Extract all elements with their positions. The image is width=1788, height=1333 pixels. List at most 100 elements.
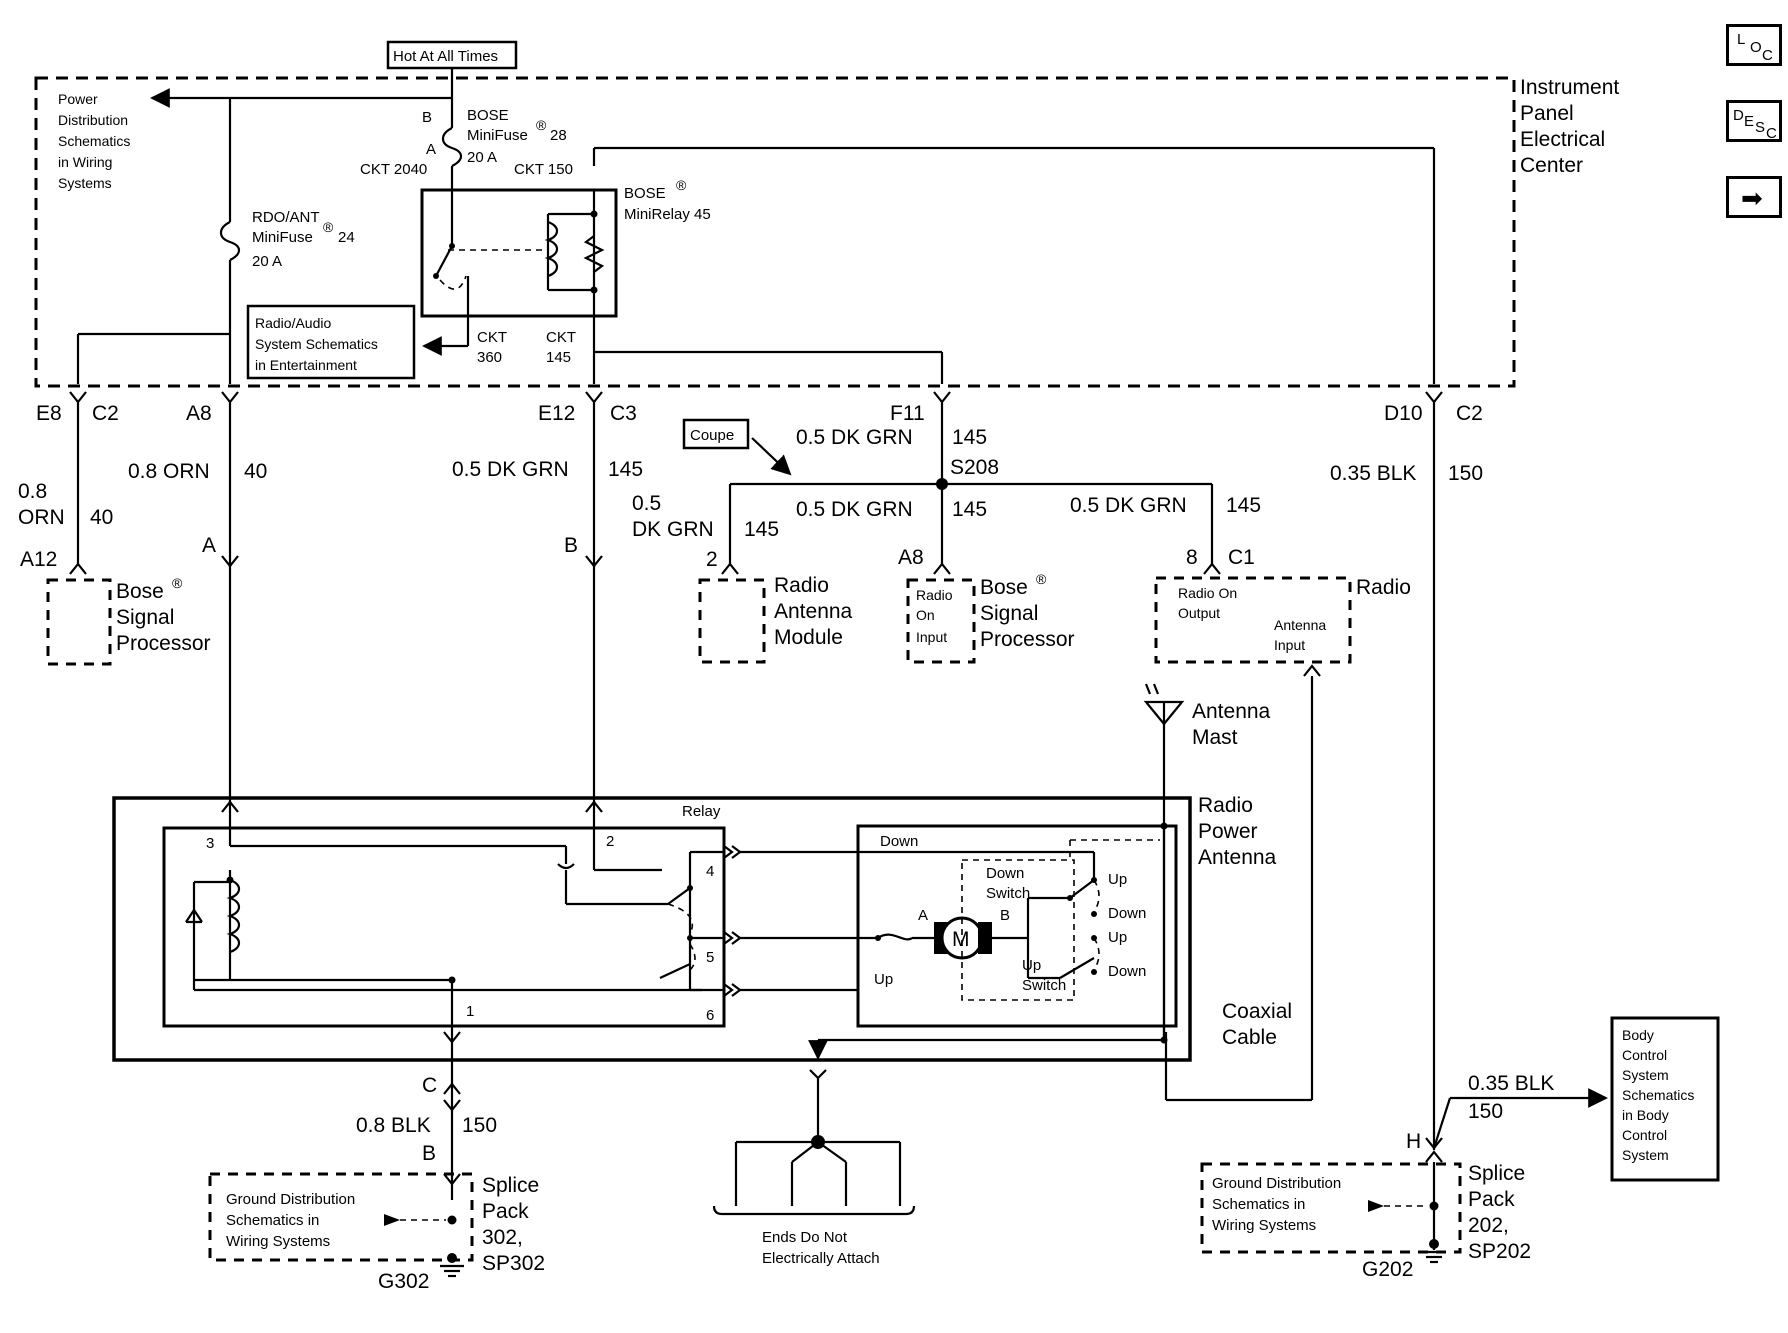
svg-text:SP202: SP202 [1468, 1240, 1531, 1263]
radio-antenna-module [698, 578, 766, 664]
svg-text:Coupe: Coupe [690, 427, 734, 444]
svg-text:Ground Distribution: Ground Distribution [226, 1191, 355, 1208]
svg-text:Relay: Relay [682, 803, 721, 820]
svg-text:0.5 DK GRN: 0.5 DK GRN [796, 498, 913, 521]
svg-text:System Schematics: System Schematics [255, 336, 378, 352]
loc-button[interactable]: L O C [1726, 24, 1782, 66]
svg-text:F11: F11 [890, 402, 925, 425]
svg-text:0.5 DK GRN: 0.5 DK GRN [796, 426, 913, 449]
svg-text:Ends Do Not: Ends Do Not [762, 1229, 848, 1246]
svg-text:20 A: 20 A [467, 149, 497, 166]
svg-text:Panel: Panel [1520, 102, 1574, 125]
bose-minifuse-28-label: BOSE MiniFuse ® 28 20 A [467, 107, 567, 166]
svg-text:CKT: CKT [477, 329, 507, 346]
svg-text:Mast: Mast [1192, 726, 1238, 749]
svg-text:A8: A8 [898, 546, 924, 569]
svg-text:Processor: Processor [980, 628, 1075, 651]
switch-dashed-box [961, 859, 1075, 1001]
svg-text:G302: G302 [378, 1270, 429, 1293]
ipec-box [34, 76, 1516, 388]
ckt150-label: CKT 150 [514, 161, 573, 178]
hot-label: Hot At All Times [393, 48, 498, 65]
svg-text:MiniFuse: MiniFuse [467, 127, 528, 144]
body-control-system-box [1610, 1016, 1720, 1182]
svg-text:Antenna: Antenna [1192, 700, 1271, 723]
svg-text:0.35 BLK: 0.35 BLK [1330, 462, 1416, 485]
svg-text:Distribution: Distribution [58, 112, 128, 128]
svg-text:Wiring Systems: Wiring Systems [1212, 1217, 1316, 1234]
svg-text:Schematics in: Schematics in [226, 1212, 319, 1229]
svg-text:in Body: in Body [1622, 1107, 1669, 1123]
svg-text:Power: Power [58, 91, 98, 107]
ground-distribution-box-2 [1200, 1162, 1462, 1254]
svg-text:Input: Input [1274, 637, 1305, 653]
svg-text:ORN: ORN [18, 506, 65, 529]
svg-text:Bose: Bose [116, 580, 164, 603]
svg-text:145: 145 [952, 426, 987, 449]
svg-text:Power: Power [1198, 820, 1258, 843]
svg-text:1: 1 [466, 1003, 474, 1020]
svg-text:Pack: Pack [1468, 1188, 1515, 1211]
svg-text:Antenna: Antenna [1274, 617, 1326, 633]
desc-button[interactable]: D E S C [1726, 100, 1782, 142]
next-arrow-button[interactable]: ➡ [1726, 176, 1782, 218]
radio-label: Radio [1356, 576, 1411, 599]
svg-text:Coaxial: Coaxial [1222, 1000, 1292, 1023]
svg-text:DK GRN: DK GRN [632, 518, 714, 541]
svg-text:6: 6 [706, 1007, 714, 1024]
bose-signal-processor-2 [906, 578, 976, 664]
svg-text:40: 40 [244, 460, 267, 483]
splice-pack-302-label: Splice Pack 302, SP302 [482, 1174, 545, 1275]
svg-text:CKT: CKT [546, 329, 576, 346]
coaxial-cable-label: Coaxial Cable [1222, 1000, 1292, 1049]
svg-text:in Entertainment: in Entertainment [255, 357, 357, 373]
svg-text:BOSE: BOSE [467, 107, 509, 124]
svg-text:B: B [422, 1142, 436, 1165]
relay-coil-icon [226, 878, 241, 954]
svg-text:C2: C2 [92, 402, 119, 425]
coupe-box [682, 418, 750, 450]
svg-text:Antenna: Antenna [1198, 846, 1277, 869]
relay45-resistor-icon [583, 235, 605, 273]
svg-text:40: 40 [90, 506, 113, 529]
fuse28-icon [441, 127, 463, 167]
svg-text:Antenna: Antenna [774, 600, 853, 623]
svg-text:Radio/Audio: Radio/Audio [255, 315, 331, 331]
diode-icon [185, 908, 203, 924]
svg-text:145: 145 [1226, 494, 1261, 517]
relay45-coil-icon [544, 220, 559, 278]
svg-text:Bose: Bose [980, 576, 1028, 599]
svg-text:145: 145 [744, 518, 779, 541]
svg-text:0.35 BLK: 0.35 BLK [1468, 1072, 1554, 1095]
svg-text:A: A [918, 907, 928, 924]
svg-text:Up: Up [1108, 871, 1127, 888]
svg-text:Module: Module [774, 626, 843, 649]
svg-text:150: 150 [1468, 1100, 1503, 1123]
svg-text:B: B [1000, 907, 1010, 924]
svg-text:Input: Input [916, 629, 947, 645]
svg-text:302,: 302, [482, 1226, 523, 1249]
svg-text:Center: Center [1520, 154, 1583, 177]
svg-text:Down: Down [1108, 905, 1146, 922]
bose-minirelay-45 [420, 188, 618, 318]
svg-text:0.8: 0.8 [18, 480, 47, 503]
svg-text:Body: Body [1622, 1027, 1654, 1043]
svg-text:Pack: Pack [482, 1200, 529, 1223]
motor-right-brush [978, 922, 992, 954]
svg-text:Electrical: Electrical [1520, 128, 1605, 151]
svg-text:C1: C1 [1228, 546, 1255, 569]
svg-text:Instrument: Instrument [1520, 76, 1619, 99]
svg-text:®: ® [536, 117, 547, 133]
svg-text:Control: Control [1622, 1127, 1667, 1143]
svg-text:Radio: Radio [916, 587, 953, 603]
svg-text:A12: A12 [20, 548, 57, 571]
body-control-system-label: Body Control System Schematics in Body C… [1622, 1027, 1694, 1163]
svg-text:Output: Output [1178, 605, 1220, 621]
svg-text:Down: Down [880, 833, 918, 850]
svg-text:System: System [1622, 1067, 1669, 1083]
svg-text:®: ® [323, 219, 334, 235]
svg-text:MiniRelay 45: MiniRelay 45 [624, 206, 711, 223]
connector-row: E8 C2 A8 E12 C3 F11 D10 C2 [36, 391, 1483, 425]
svg-text:M: M [952, 928, 970, 951]
